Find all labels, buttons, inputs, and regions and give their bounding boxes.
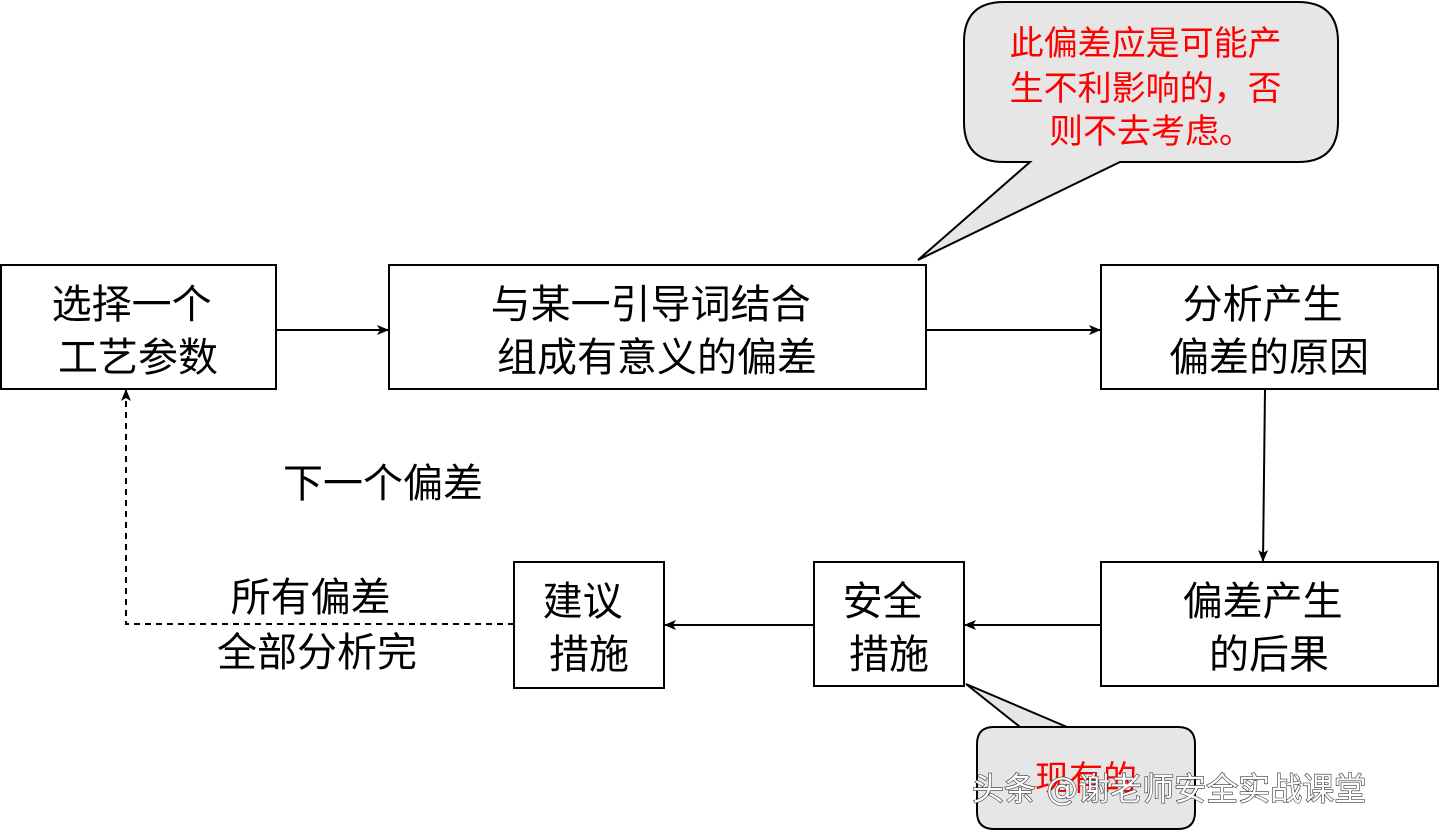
box-select-parameter-line1: 选择一个 (52, 282, 212, 328)
callout-bottom-text: 现有的 (1035, 759, 1137, 799)
box-recommendations: 建议 措施 (513, 561, 665, 689)
box-analyze-cause-line1: 分析产生 (1183, 282, 1343, 328)
box-consequence-line2: 的后果 (1209, 632, 1329, 678)
box-consequence: 偏差产生 的后果 (1100, 561, 1439, 687)
svg-text:此偏差应是可能产 生不利影响的，否: 此偏差应是可能产 生不利影响的，否 则不去考虑。 (1010, 24, 1293, 152)
arrow-cause-to-consequence (1258, 388, 1269, 562)
callout-bottom: 现有的 (965, 683, 1196, 830)
box-select-parameter: 选择一个 工艺参数 (0, 264, 277, 390)
box-combine-guideword-line2: 组成有意义的偏差 (497, 335, 817, 381)
callout-top: 此偏差应是可能产 生不利影响的，否 则不去考虑。 (917, 1, 1339, 261)
box-safety-measures-line1: 安全 (843, 579, 923, 625)
svg-text:偏差产生 的后果: 偏差产生 的后果 (1183, 579, 1356, 678)
svg-text:选择一个 工艺参数: 选择一个 工艺参数 (52, 282, 225, 381)
label-all-done-line1: 所有偏差 (231, 575, 391, 621)
callout-top-line2: 生不利影响的，否 (1010, 69, 1282, 109)
box-select-parameter-line2: 工艺参数 (58, 335, 218, 381)
box-combine-guideword: 与某一引导词结合 组成有意义的偏差 (388, 264, 927, 390)
box-analyze-cause: 分析产生 偏差的原因 (1100, 264, 1439, 390)
label-all-done: 所有偏差 全部分析完 (217, 575, 417, 676)
box-analyze-cause-line2: 偏差的原因 (1169, 335, 1369, 381)
callout-top-line3: 则不去考虑。 (1049, 112, 1253, 152)
box-consequence-line1: 偏差产生 (1183, 579, 1343, 625)
box-recommendations-line1: 建议 (543, 579, 623, 625)
svg-text:与某一引导词结合 组成有意义的偏差: 与某一引导词结合 组成有意义的偏差 (491, 282, 824, 381)
svg-text:安全 措施: 安全 措施 (843, 579, 936, 678)
label-all-done-line2: 全部分析完 (217, 630, 417, 676)
box-safety-measures: 安全 措施 (813, 561, 965, 687)
callout-top-line1: 此偏差应是可能产 (1010, 24, 1282, 64)
watermark: 头条 @谢老师安全实战课堂 (972, 770, 1366, 808)
box-safety-measures-line2: 措施 (849, 632, 929, 678)
box-recommendations-line2: 措施 (549, 632, 629, 678)
svg-text:建议 措施: 建议 措施 (543, 579, 636, 678)
box-combine-guideword-line1: 与某一引导词结合 (491, 282, 811, 328)
arrow-loop-next-deviation (121, 389, 514, 625)
svg-text:分析产生 偏差的原因: 分析产生 偏差的原因 (1169, 282, 1369, 381)
label-next-deviation: 下一个偏差 (283, 461, 483, 507)
